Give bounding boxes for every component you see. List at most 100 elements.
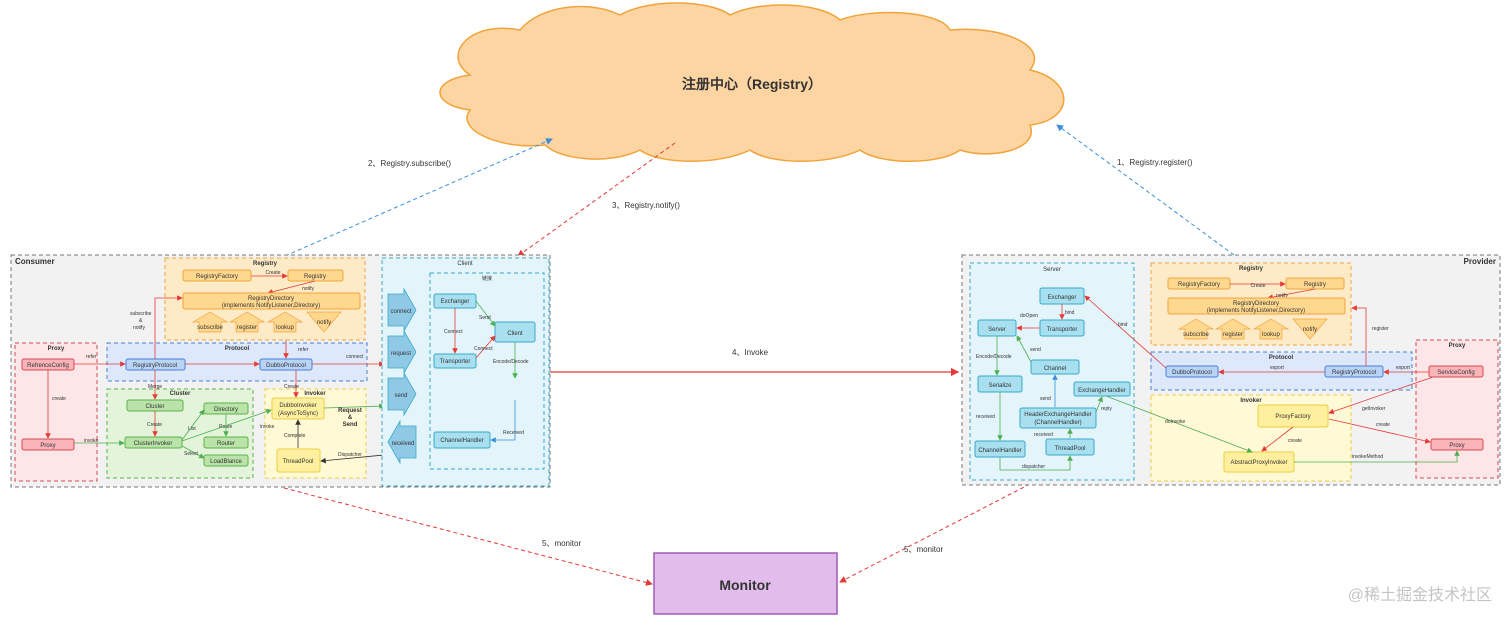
consumer-cluster-section: Cluster Cluster ClusterInvoker Directory… [74, 370, 254, 479]
subscribe-arrow [284, 138, 553, 257]
svg-text:subscribe: subscribe [197, 325, 223, 331]
svg-text:Protocol: Protocol [225, 346, 250, 352]
exchange-handler-box [1073, 381, 1131, 397]
svg-text:notify: notify [1276, 293, 1288, 299]
svg-text:Encode/Decode: Encode/Decode [493, 359, 529, 365]
svg-text:Dispatcher: Dispatcher [338, 452, 362, 458]
server-thread-pool-box [1045, 438, 1095, 456]
svg-text:RegistryProtocol: RegistryProtocol [1332, 370, 1376, 376]
svg-text:notify: notify [317, 320, 331, 326]
server-channel-box [1030, 359, 1080, 375]
svg-text:Create: Create [147, 422, 162, 428]
svg-text:Create: Create [1250, 283, 1265, 289]
cluster-invoker-box [124, 436, 183, 449]
svg-text:ThreadPool: ThreadPool [1054, 446, 1085, 452]
svg-text:Proxy: Proxy [48, 346, 65, 352]
router-box [203, 436, 249, 449]
svg-text:Create: Create [284, 384, 299, 390]
svg-text:Connect: Connect [444, 329, 463, 335]
request-arrow-shape [387, 329, 417, 375]
provider-invoker-section: Invoker ProxyFactory AbstractProxyInvoke… [1105, 394, 1352, 482]
svg-text:invokeMethod: invokeMethod [1352, 454, 1383, 460]
svg-text:LoadBlance: LoadBlance [210, 459, 242, 465]
svg-text:lookup: lookup [276, 325, 294, 331]
svg-text:send: send [1040, 396, 1051, 402]
svg-text:bind: bind [1065, 310, 1075, 316]
consumer-panel: Consumer Registry RegistryFactory Regist… [10, 254, 551, 488]
svg-text:invoke: invoke [260, 424, 275, 430]
svg-text:Connect: Connect [474, 346, 493, 352]
client-transporter-box [433, 353, 477, 369]
svg-text:DubboProtocol: DubboProtocol [1172, 370, 1212, 376]
svg-text:received: received [1034, 432, 1053, 438]
svg-text:Complete: Complete [284, 433, 306, 439]
watermark-text: @稀土掘金技术社区 [1348, 586, 1492, 604]
svg-text:Invoker: Invoker [304, 391, 326, 397]
top-flows: 2、Registry.subscribe() 3、Registry.notify… [283, 124, 1235, 586]
svg-text:ThreadPool: ThreadPool [282, 459, 313, 465]
subscribe-label: 2、Registry.subscribe() [368, 159, 451, 168]
send-arrow-shape [387, 371, 417, 417]
provider-title: Provider [1464, 257, 1496, 266]
svg-text:doOpen: doOpen [1020, 313, 1038, 319]
svg-text:Server: Server [988, 327, 1006, 333]
header-exchange-handler-box [1019, 407, 1097, 429]
svg-text:ChannelHandler: ChannelHandler [440, 438, 483, 444]
svg-text:register: register [1223, 332, 1243, 338]
svg-text:ClusterInvoker: ClusterInvoker [134, 441, 173, 447]
svg-text:DubboProtocol: DubboProtocol [266, 363, 306, 369]
svg-text:Encode/Decode: Encode/Decode [976, 354, 1012, 360]
provider-panel: Provider Server Exchanger Transporter Se… [961, 254, 1501, 486]
svg-text:Proxy: Proxy [40, 443, 55, 449]
monitor-title: Monitor [719, 577, 771, 593]
consumer-title: Consumer [15, 257, 55, 266]
notify-arrow [517, 142, 676, 257]
svg-text:ServiceConfig: ServiceConfig [1437, 370, 1474, 376]
svg-text:HeaderExchangeHandler: HeaderExchangeHandler [1024, 412, 1091, 418]
svg-text:send: send [394, 393, 407, 399]
svg-text:connect: connect [346, 354, 364, 360]
svg-text:received: received [976, 414, 995, 420]
client-channel-handler-box [433, 431, 491, 449]
svg-text:Client: Client [507, 331, 523, 337]
svg-text:Transporter: Transporter [1047, 327, 1078, 333]
provider-proxy-box [1430, 438, 1484, 451]
svg-text:doInvoke: doInvoke [1165, 419, 1186, 425]
monitor-right-label: 5、monitor [904, 545, 943, 554]
svg-text:ExchangeHandler: ExchangeHandler [1078, 388, 1126, 394]
svg-text:Client: Client [457, 261, 473, 267]
consumer-proxy-box [21, 438, 75, 451]
svg-text:RegistryFactory: RegistryFactory [1178, 282, 1220, 288]
svg-text:connect: connect [390, 309, 411, 315]
register-label: 1、Registry.register() [1117, 158, 1193, 167]
svg-text:lookup: lookup [1262, 332, 1280, 338]
register-arrow [1056, 124, 1235, 256]
svg-text:Select: Select [184, 451, 199, 457]
service-config-box [1428, 365, 1484, 378]
svg-text:RegistryProtocol: RegistryProtocol [133, 363, 177, 369]
svg-text:Protocol: Protocol [1269, 355, 1294, 361]
svg-text:(implements NotifyListener,Dir: (implements NotifyListener,Directory) [222, 303, 320, 309]
monitor-box: Monitor [653, 552, 838, 615]
registry-box [287, 269, 344, 282]
notify-label: 3、Registry.notify() [612, 201, 680, 210]
consumer-proxy-section: Proxy RefrenceConfig Proxy create [14, 342, 98, 482]
invoke-label: 4、Invoke [732, 348, 769, 357]
dubbo-protocol-box [259, 358, 313, 371]
provider-server-section: Server Exchanger Transporter Server Chan… [969, 262, 1135, 481]
consumer-protocol-section: Protocol RegistryProtocol DubboProtocol … [74, 295, 385, 382]
svg-text:register: register [1372, 326, 1389, 332]
svg-text:Registry: Registry [1239, 266, 1264, 272]
svg-text:Channel: Channel [1044, 366, 1066, 372]
svg-text:subscribe: subscribe [1183, 332, 1209, 338]
svg-text:Create: Create [265, 270, 280, 276]
consumer-thread-pool-box [276, 448, 321, 473]
svg-text:getInvoker: getInvoker [1362, 406, 1386, 412]
monitor-left-label: 5、monitor [542, 539, 581, 548]
svg-text:&: & [139, 318, 143, 324]
svg-text:create: create [1376, 422, 1390, 428]
provider-registry-protocol-box [1324, 365, 1384, 378]
svg-text:Registry: Registry [304, 274, 326, 280]
svg-text:Directory: Directory [214, 407, 238, 413]
monitor-right-arrow [839, 483, 1031, 583]
